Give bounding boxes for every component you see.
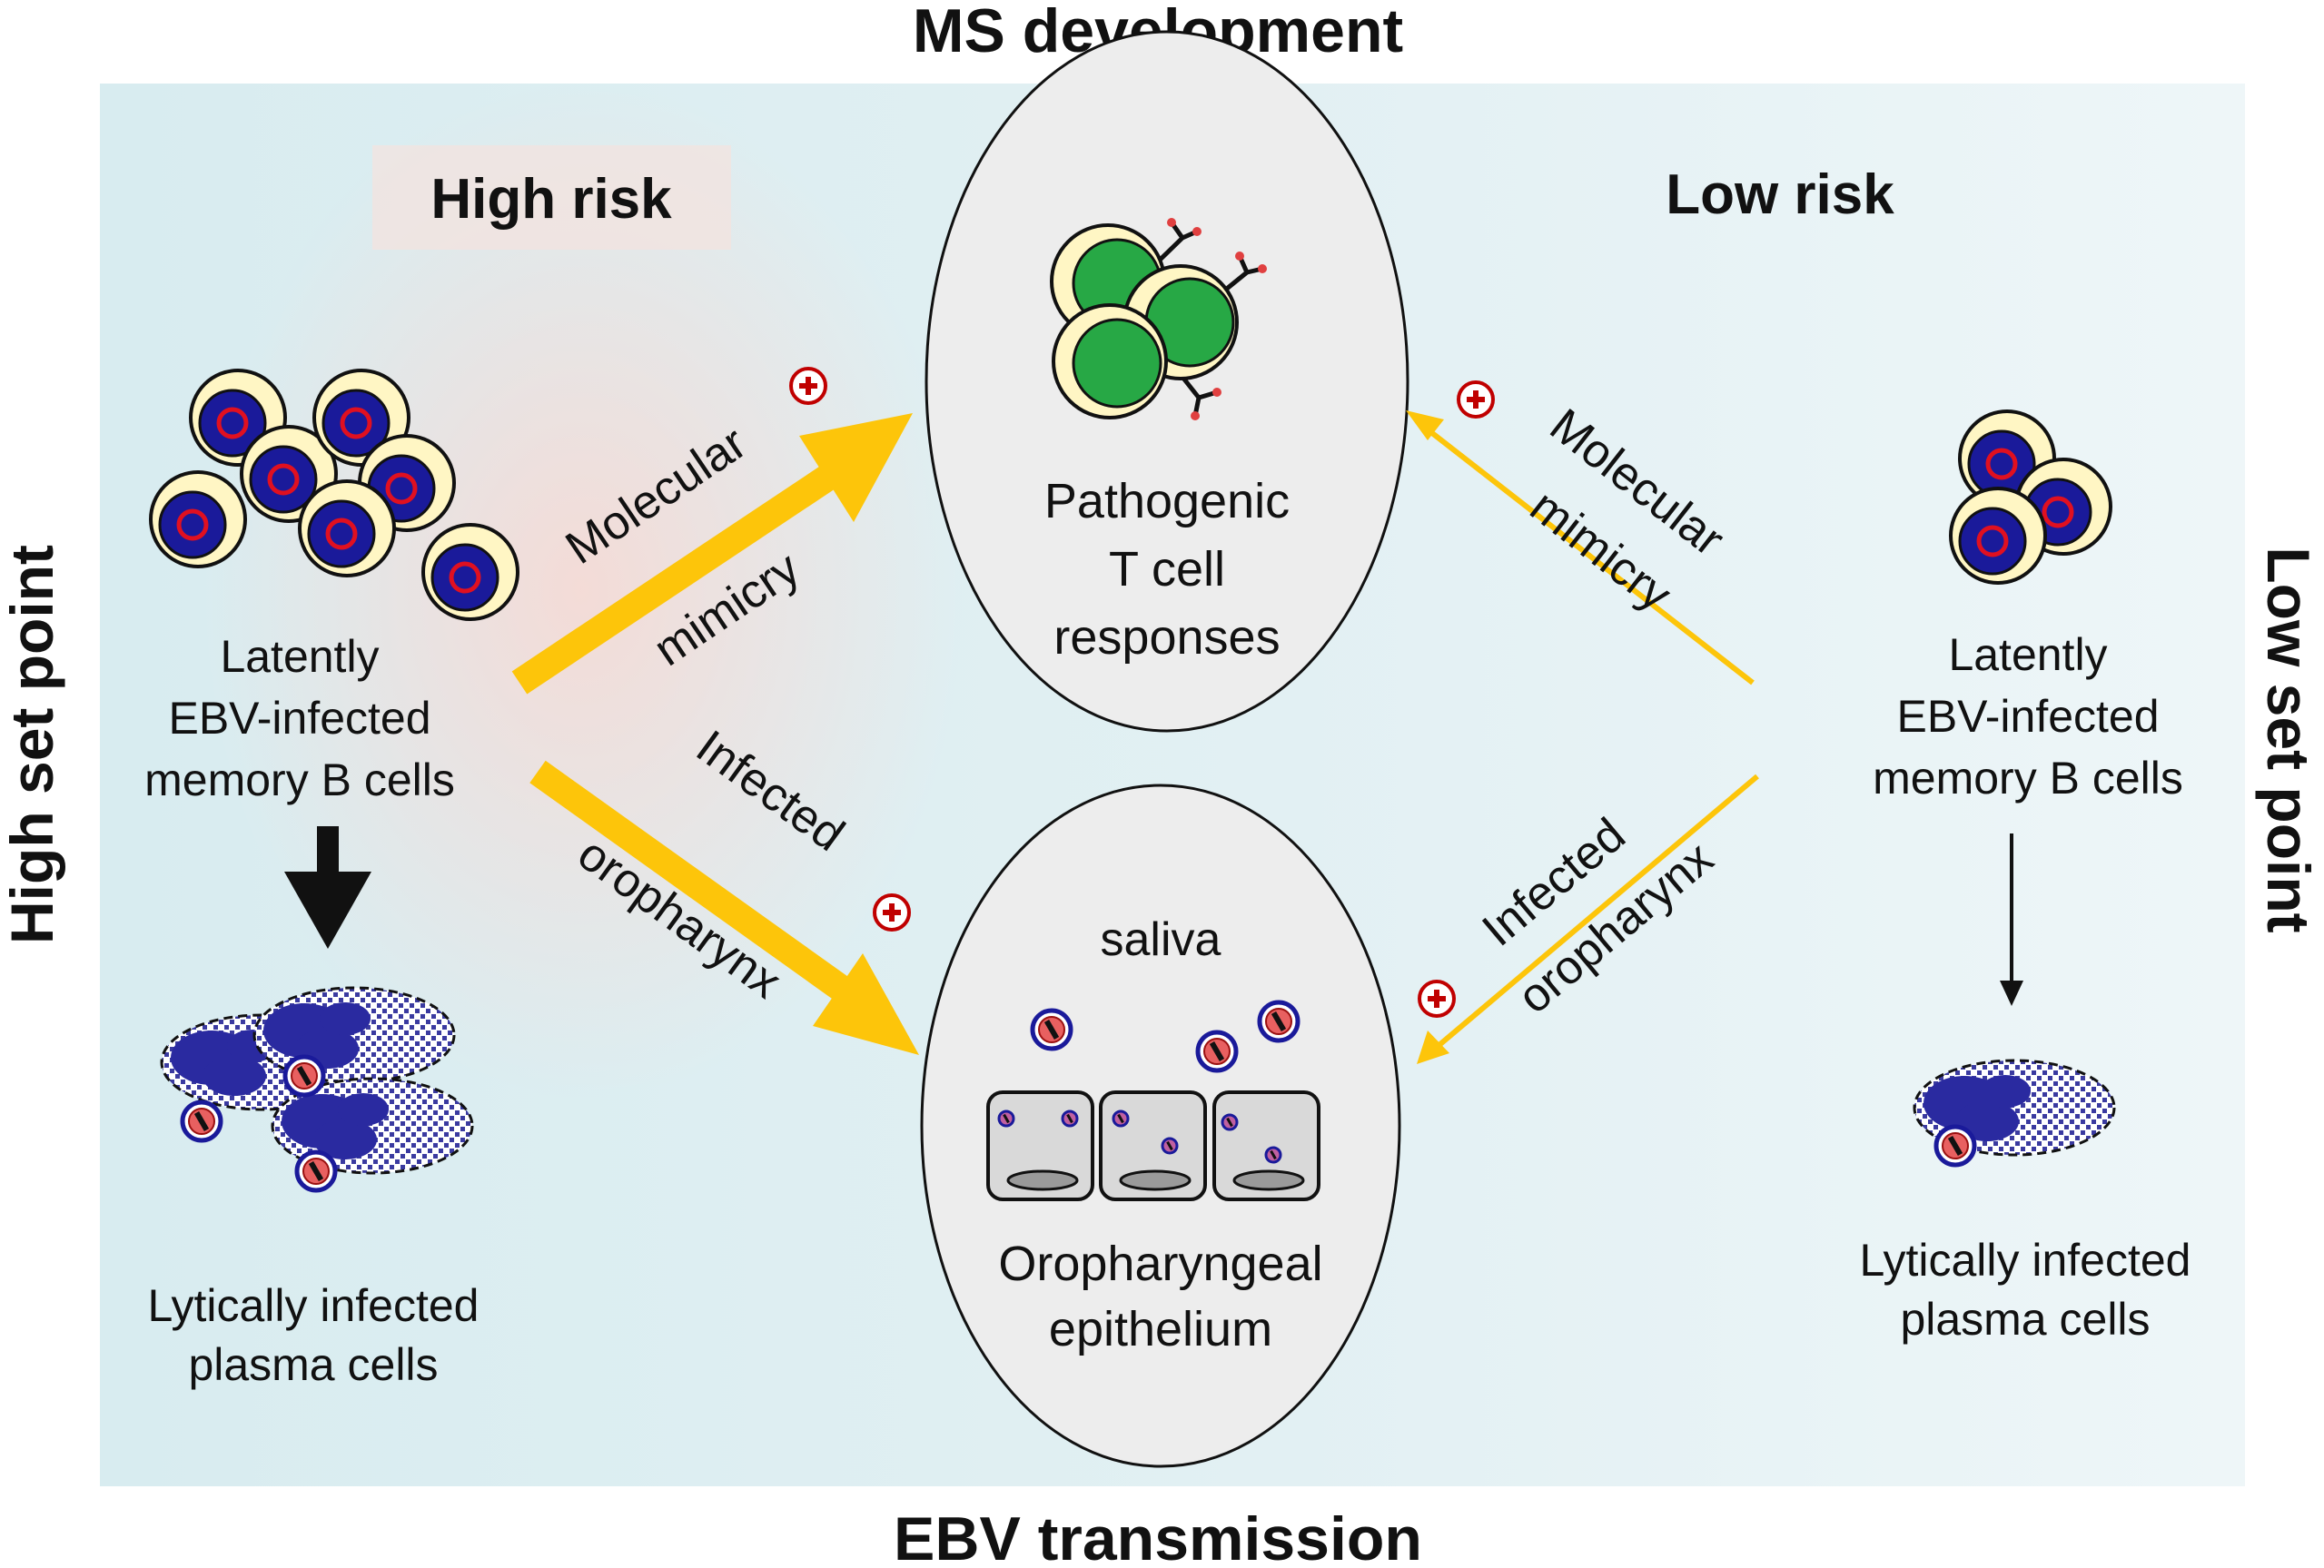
right-latent-line2: EBV-infected	[1896, 691, 2159, 742]
t-cell-cluster-icon	[1050, 218, 1267, 420]
right-latent-line3: memory B cells	[1873, 753, 2183, 804]
right-mimicry-arrow	[1406, 410, 1755, 685]
high-risk-glow	[200, 82, 963, 1099]
high-risk-box	[372, 145, 731, 250]
left-mimicry-arrow	[511, 413, 913, 695]
right-latent-line1: Latently	[1948, 629, 2107, 680]
pathogenic-line2: T cell	[1109, 542, 1225, 597]
epithelium-line1: Oropharyngeal	[998, 1237, 1322, 1291]
right-infected-arrow	[1417, 774, 1759, 1064]
left-lytic-line2: plasma cells	[188, 1339, 438, 1390]
left-lytic-line1: Lytically infected	[148, 1280, 480, 1331]
pathogenic-line1: Pathogenic	[1044, 474, 1290, 528]
right-down-arrow	[2000, 833, 2023, 1006]
title-ebv-transmission: EBV transmission	[894, 1504, 1422, 1568]
low-risk-label: Low risk	[1666, 163, 1894, 226]
left-latent-line1: Latently	[220, 631, 379, 682]
left-side-label: High set point	[0, 545, 65, 944]
left-down-arrow	[284, 826, 371, 949]
left-infected-plus-icon	[873, 893, 911, 932]
left-latent-line2: EBV-infected	[168, 693, 430, 744]
epithelial-cells-icon	[986, 1090, 1320, 1201]
left-infected-arrow	[529, 760, 919, 1055]
left-mimicry-plus-icon	[789, 367, 827, 405]
t-cell-ellipse	[925, 30, 1409, 733]
saliva-label: saliva	[1101, 913, 1221, 966]
epithelium-line2: epithelium	[1049, 1302, 1272, 1356]
right-infected-plus-icon	[1418, 980, 1456, 1018]
pathogenic-line3: responses	[1053, 610, 1280, 665]
right-lytic-line1: Lytically infected	[1860, 1235, 2191, 1286]
high-risk-label: High risk	[430, 168, 672, 231]
right-side-label: Low set point	[2255, 547, 2322, 932]
right-lytic-line2: plasma cells	[1900, 1294, 2150, 1345]
right-mimicry-plus-icon	[1457, 380, 1495, 419]
left-latent-line3: memory B cells	[144, 754, 455, 805]
